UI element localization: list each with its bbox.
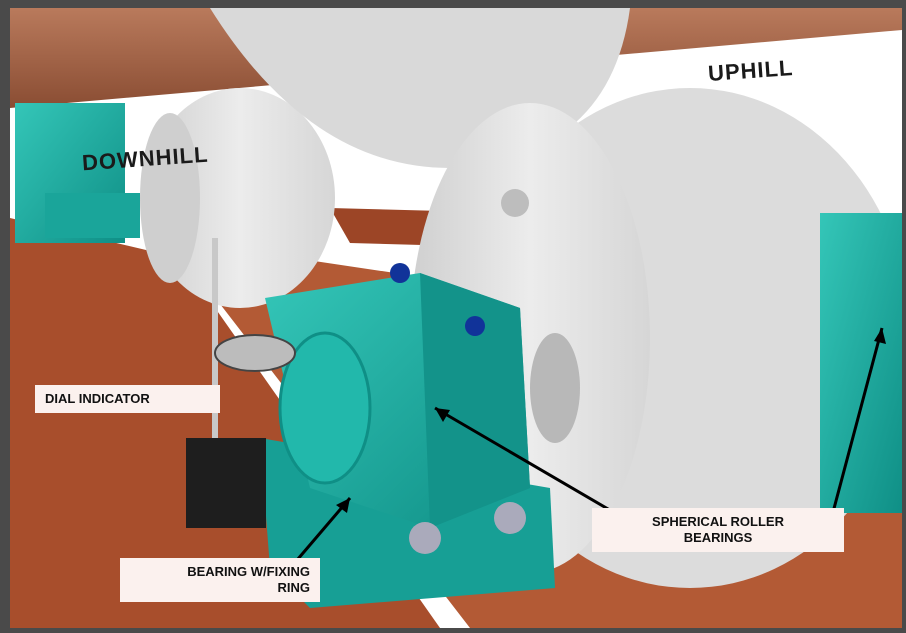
dial-gauge <box>214 334 296 372</box>
roller-bearing-illustration <box>10 8 902 628</box>
arrow-spherical-right <box>830 327 884 517</box>
arrow-spherical-left <box>434 406 621 518</box>
dial-indicator-label: DIAL INDICATOR <box>35 385 220 413</box>
bearing-fixing-ring-label: BEARING W/FIXING RING <box>120 558 320 602</box>
uphill-bearing-right <box>820 213 902 513</box>
magnetic-base <box>186 438 266 528</box>
diagram-frame: UPHILL DOWNHILL DIAL INDICATOR SPHERICAL… <box>10 8 902 628</box>
spherical-roller-bearings-label: SPHERICAL ROLLER BEARINGS <box>592 508 844 552</box>
